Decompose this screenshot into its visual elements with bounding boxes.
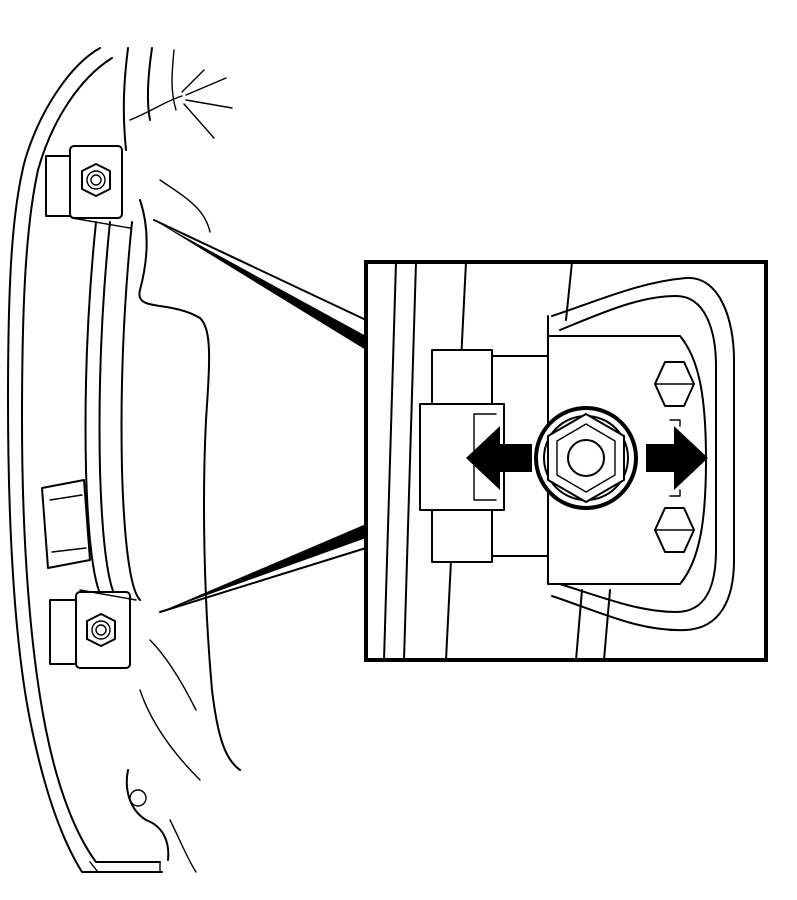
housing-outer-edge xyxy=(7,47,163,873)
lower-contour xyxy=(169,819,197,873)
hex-nut-icon xyxy=(81,163,111,197)
side-connector xyxy=(41,479,91,569)
body-contour-c xyxy=(159,179,211,233)
housing-lip xyxy=(89,861,161,873)
inner-rail-c xyxy=(120,221,141,601)
upper-profile-a xyxy=(122,47,129,151)
inner-rail-a xyxy=(84,221,105,601)
bolt-head-icon xyxy=(654,507,695,553)
panel-line-e xyxy=(575,589,583,658)
callout-leader-upper xyxy=(154,220,366,350)
callout-leader-lower xyxy=(160,524,366,612)
body-contour-a xyxy=(138,199,201,319)
housing-outer-edge-inner xyxy=(21,57,161,863)
left-arrow-icon xyxy=(466,426,532,490)
bracket-shroud-inner xyxy=(559,295,717,613)
lower-bracket xyxy=(125,769,170,861)
bracket-shroud-outer xyxy=(551,276,735,632)
upper-mount-bracket xyxy=(45,145,131,229)
bolt-head-icon xyxy=(654,361,695,407)
panel-line-f xyxy=(603,589,611,658)
upper-profile-b xyxy=(146,47,153,121)
body-contour-d xyxy=(149,639,197,711)
edge-crease-lines xyxy=(129,69,233,139)
body-contour-b xyxy=(199,317,241,771)
lower-mount-bracket xyxy=(49,589,137,669)
lower-hole xyxy=(129,789,147,807)
panel-line-b xyxy=(403,264,417,658)
overview-part xyxy=(7,47,367,873)
panel-line-a xyxy=(383,264,397,658)
right-arrow-icon xyxy=(646,426,708,490)
upper-profile-c xyxy=(171,49,177,111)
hex-nut-icon xyxy=(534,406,638,510)
callout-detail-view xyxy=(364,260,768,662)
inner-rail-b xyxy=(98,221,119,601)
body-contour-e xyxy=(139,689,201,781)
hex-nut-icon xyxy=(86,613,116,647)
